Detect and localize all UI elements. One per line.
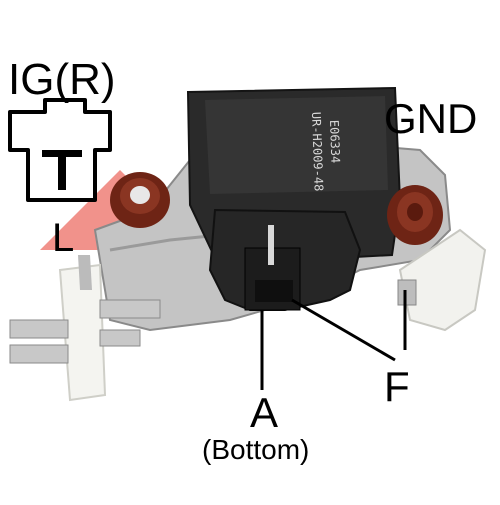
- left-connector: [9, 255, 161, 402]
- ig-l-connector-icon: [8, 98, 112, 202]
- label-a: A: [250, 389, 279, 436]
- label-gnd: GND: [384, 95, 478, 142]
- part-marking-line2: UR-H2009-48: [309, 112, 326, 192]
- left-bushing: [110, 172, 170, 228]
- part-marking-line1: E06334: [327, 120, 343, 164]
- leader-line-f: [291, 298, 396, 362]
- right-connector: [398, 228, 487, 332]
- label-f: F: [384, 363, 410, 410]
- label-a-note: (Bottom): [202, 434, 310, 465]
- label-ig: IG(R): [8, 55, 116, 104]
- label-l: L: [52, 216, 75, 260]
- gnd-bushing: [387, 185, 443, 245]
